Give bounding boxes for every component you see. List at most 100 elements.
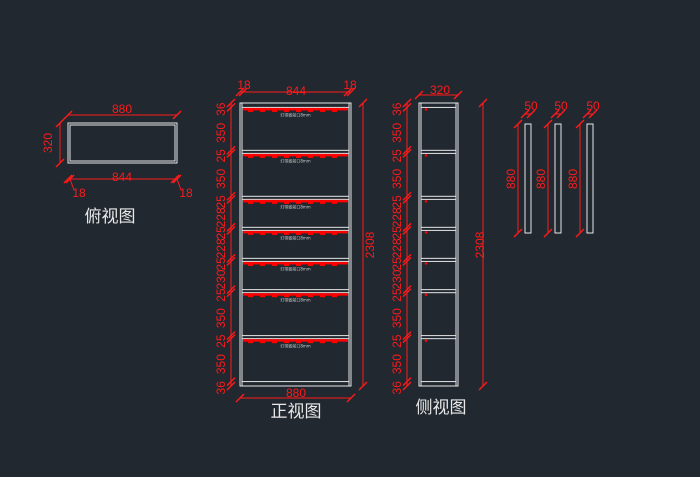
dimension-tick <box>226 381 236 391</box>
height-segment-dimension: 25 <box>214 288 228 302</box>
light-strip-clip <box>284 155 289 158</box>
led-light-strip <box>243 153 348 157</box>
dimension-tick <box>226 145 236 155</box>
height-segment-dimension: 350 <box>214 308 228 328</box>
dimension-tick <box>582 109 592 119</box>
dimension-tick <box>402 381 412 391</box>
light-strip-clip <box>320 155 325 158</box>
height-segment-dimension: 36 <box>214 102 228 116</box>
light-strip-clip <box>320 109 325 112</box>
height-segment-dimension: 228 <box>214 207 228 227</box>
dimension-tick <box>358 98 368 108</box>
height-segment-dimension: 25 <box>214 195 228 209</box>
dimension-tick <box>526 109 536 119</box>
shelf <box>241 335 350 340</box>
panel-outline <box>586 123 594 234</box>
light-strip-note: 灯带嵌前口8mm <box>280 234 310 240</box>
height-segment-dimension: 25 <box>214 226 228 240</box>
dimension-tick <box>226 194 236 204</box>
dimension-tick <box>543 228 553 238</box>
front-view-title: 正视图 <box>271 402 322 422</box>
dimension-tick <box>402 191 412 201</box>
shelf <box>420 257 457 262</box>
dimension-tick <box>556 109 566 119</box>
height-segment-dimension: 36 <box>390 102 404 116</box>
height-segment-dimension: 25 <box>390 226 404 240</box>
right-side-dimension: 18 <box>179 186 193 200</box>
height-segment-dimension: 350 <box>214 169 228 189</box>
dimension-tick <box>402 98 412 108</box>
right-side-dimension: 18 <box>343 78 357 92</box>
panel-length-dimension: 880 <box>534 169 548 189</box>
height-segment-dimension: 230 <box>214 269 228 289</box>
light-strip-clip <box>260 294 265 298</box>
shelf <box>420 335 457 340</box>
height-segment-dimension: 25 <box>214 334 228 348</box>
height-segment-dimension: 36 <box>390 381 404 395</box>
left-side-dimension: 18 <box>72 186 86 200</box>
light-strip-note: 灯带嵌前口8mm <box>280 111 310 117</box>
inner-width-dimension: 844 <box>112 170 132 184</box>
dimension-tick <box>226 334 236 344</box>
dimension-tick <box>402 222 412 232</box>
light-strip-marker <box>424 154 428 157</box>
top-panel <box>241 102 350 108</box>
shelf <box>241 149 350 154</box>
panel-length-dimension: 880 <box>566 169 580 189</box>
light-strip-clip <box>308 201 313 204</box>
height-segment-dimension: 25 <box>390 195 404 209</box>
dimension-tick <box>358 381 368 391</box>
dimension-tick <box>226 288 236 298</box>
side-view: 3635025350252282522825230253502535036320… <box>390 83 488 395</box>
dimension-tick <box>226 253 236 263</box>
height-segment-dimension: 228 <box>390 207 404 227</box>
height-segment-dimension: 36 <box>214 381 228 395</box>
dimension-tick <box>226 256 236 266</box>
dimension-tick <box>402 148 412 158</box>
front-view: 36350灯带嵌前口8mm25350灯带嵌前口8mm25228灯带嵌前口8mm2… <box>214 78 377 403</box>
light-strip-clip <box>332 155 337 158</box>
light-strip-clip <box>296 232 301 235</box>
height-segment-dimension: 228 <box>214 238 228 258</box>
light-strip-clip <box>320 232 325 235</box>
height-segment-dimension: 25 <box>214 257 228 271</box>
height-segment-dimension: 25 <box>214 149 228 163</box>
dimension-tick <box>63 174 73 184</box>
shelf <box>241 226 350 231</box>
light-strip-note: 灯带嵌前口8mm <box>280 157 310 163</box>
light-strip-clip <box>308 294 313 298</box>
top-view-title: 俯视图 <box>85 207 136 227</box>
light-strip-clip <box>248 109 253 112</box>
panel-width-dimension: 50 <box>586 99 600 113</box>
height-segment-dimension: 25 <box>390 257 404 271</box>
light-strip-clip <box>320 340 325 344</box>
dimension-tick <box>402 288 412 298</box>
light-strip-clip <box>332 263 337 266</box>
light-strip-clip <box>272 201 277 204</box>
panel-outline <box>524 123 532 234</box>
led-light-strip <box>243 230 348 234</box>
light-strip-note: 灯带嵌前口8mm <box>280 297 310 303</box>
height-segment-dimension: 350 <box>214 123 228 143</box>
dimension-tick <box>513 228 523 238</box>
light-strip-clip <box>272 109 277 112</box>
light-strip-clip <box>320 294 325 298</box>
dimension-tick <box>346 393 356 403</box>
width-dimension: 880 <box>112 102 132 116</box>
dimension-tick <box>402 285 412 295</box>
light-strip-clip <box>296 155 301 158</box>
dimension-tick <box>543 119 553 129</box>
side-panel-inner-line <box>420 102 457 387</box>
light-strip-clip <box>260 201 265 204</box>
shelf <box>420 226 457 231</box>
dimension-tick <box>55 158 65 168</box>
width-dimension: 880 <box>286 386 306 400</box>
dimension-tick <box>513 119 523 129</box>
light-strip-note: 灯带嵌前口8mm <box>280 203 310 209</box>
led-light-strip <box>243 339 348 342</box>
dimension-tick <box>520 109 530 119</box>
